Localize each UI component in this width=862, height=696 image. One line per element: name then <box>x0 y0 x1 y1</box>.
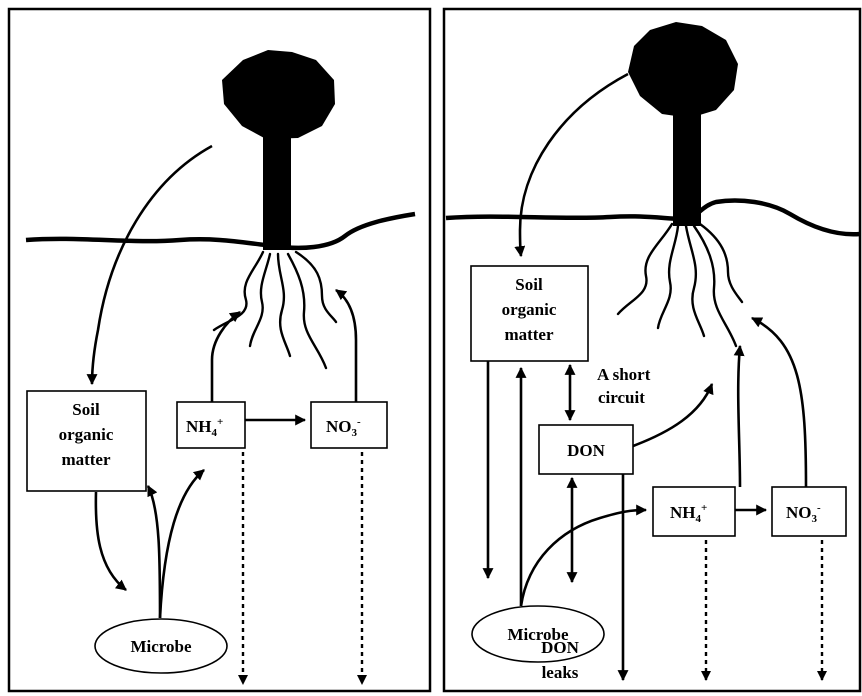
right-arrow-nitrate-to-roots <box>751 316 808 488</box>
don-leaks-label-line2: leaks <box>542 663 579 682</box>
right-soil-organic-matter-box <box>470 265 589 362</box>
right-don-box <box>538 424 634 475</box>
left-soil-organic-matter-box <box>26 390 147 492</box>
left-roots-icon <box>212 250 338 370</box>
right-ammonium-label: NH4+ <box>670 502 707 525</box>
left-nitrate-box <box>310 401 388 449</box>
short-circuit-label-line2: circuit <box>598 388 645 407</box>
left-panel-frame <box>7 7 432 693</box>
left-microbe-label: Microbe <box>130 637 192 656</box>
left-arrow-ammonium-to-roots <box>210 310 241 402</box>
right-som-label-line2: organic <box>502 300 557 319</box>
left-plant-stem-icon <box>263 120 291 250</box>
left-ammonium-label: NH4+ <box>186 416 223 439</box>
left-nitrate-label: NO3- <box>326 416 361 439</box>
right-arrow-litter-to-som <box>514 72 629 258</box>
right-plant-stem-icon <box>673 98 701 226</box>
left-som-label-line1: Soil <box>72 400 100 419</box>
short-circuit-label-line1: A short <box>597 365 651 384</box>
left-microbe-ellipse <box>94 618 228 674</box>
right-microbe-ellipse <box>471 605 605 663</box>
right-arrow-ammonium-to-roots <box>733 344 745 488</box>
right-plant-canopy-icon <box>628 22 738 118</box>
left-ammonium-box <box>176 401 246 449</box>
left-plant-canopy-icon <box>222 50 335 139</box>
right-som-label-line3: matter <box>504 325 554 344</box>
right-arrow-microbe-to-ammonium <box>519 504 648 607</box>
left-som-label-line2: organic <box>59 425 114 444</box>
left-som-label-line3: matter <box>61 450 111 469</box>
right-som-label-line1: Soil <box>515 275 543 294</box>
left-arrow-som-to-microbe <box>94 491 127 592</box>
right-microbe-label: Microbe <box>507 625 569 644</box>
right-nitrate-box <box>771 486 847 537</box>
left-arrow-nitrate-to-roots <box>335 288 358 402</box>
right-ammonium-box <box>652 486 736 537</box>
don-leaks-label-line1: DON <box>541 638 580 657</box>
left-arrow-litter-to-som <box>86 144 213 386</box>
right-panel: Soil organic matter A short circuit DON … <box>442 7 862 693</box>
right-arrow-don-to-roots <box>632 382 714 448</box>
left-panel: Soil organic matter NH4+ NO3- Microbe <box>7 7 432 693</box>
right-nitrate-label: NO3- <box>786 502 821 525</box>
right-roots-icon <box>616 222 744 348</box>
left-arrow-microbe-to-ammonium <box>158 469 205 619</box>
right-don-label: DON <box>567 441 606 460</box>
